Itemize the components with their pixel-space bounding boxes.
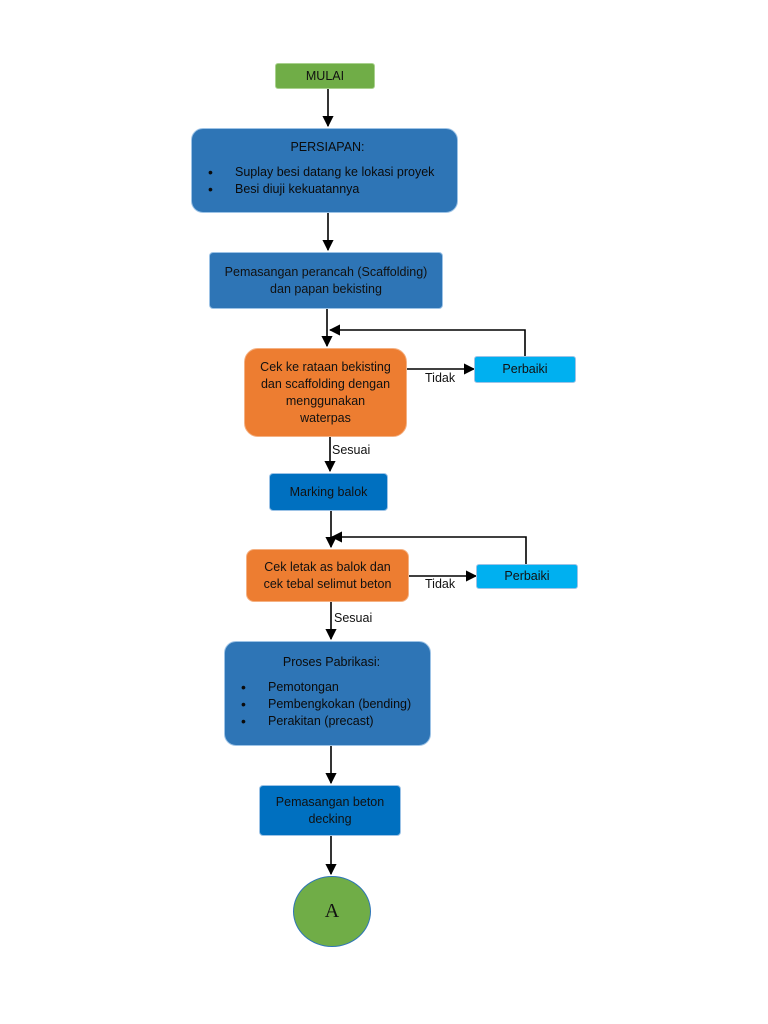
preparation-item: Besi diuji kekuatannya	[208, 181, 434, 198]
preparation-list: Suplay besi datang ke lokasi proyek Besi…	[208, 164, 434, 198]
decision2-line: Cek letak as balok dan	[264, 559, 391, 574]
edge-label-yes-2: Sesuai	[334, 611, 373, 625]
offpage-connector: A	[293, 876, 371, 947]
fabrication-title: Proses Pabrikasi:	[282, 654, 381, 669]
scaffolding-label-line1: Pemasangan perancah (Scaffolding)	[224, 264, 428, 279]
fabrication-item: Perakitan (precast)	[241, 713, 411, 730]
decision-check-formwork: Cek ke rataan bekisting dan scaffolding …	[244, 348, 407, 437]
marking-node: Marking balok	[269, 473, 388, 511]
edge-label-yes-1: Sesuai	[332, 443, 371, 457]
fix-node-1: Perbaiki	[474, 356, 576, 383]
decision-check-beam: Cek letak as balok dan cek tebal selimut…	[246, 549, 409, 602]
decking-label-line1: Pemasangan beton	[275, 794, 385, 809]
decision1-line: dan scaffolding dengan	[260, 376, 391, 391]
decking-node: Pemasangan beton decking	[259, 785, 401, 836]
decision1-line: menggunakan	[285, 393, 366, 408]
preparation-item: Suplay besi datang ke lokasi proyek	[208, 164, 434, 181]
arrow-fix1-loop-back	[328, 324, 526, 356]
connector-label: A	[324, 900, 340, 922]
fix-node-2: Perbaiki	[476, 564, 578, 589]
fabrication-item: Pemotongan	[241, 679, 411, 696]
fix2-label: Perbaiki	[504, 569, 550, 583]
decision1-line: waterpas	[300, 410, 351, 425]
arrow-fix2-loop-back	[330, 531, 527, 564]
decision1-line: Cek ke rataan bekisting	[260, 359, 391, 374]
start-label: MULAI	[305, 68, 345, 83]
scaffolding-node: Pemasangan perancah (Scaffolding) dan pa…	[209, 252, 443, 309]
decking-label-line2: decking	[308, 811, 352, 826]
fabrication-list: Pemotongan Pembengkokan (bending) Peraki…	[241, 679, 411, 730]
fabrication-node: Proses Pabrikasi: Pemotongan Pembengkoka…	[224, 641, 431, 746]
decision2-line: cek tebal selimut beton	[263, 576, 392, 591]
fabrication-item: Pembengkokan (bending)	[241, 696, 411, 713]
edge-label-no-1: Tidak	[425, 371, 456, 385]
scaffolding-label-line2: dan papan bekisting	[270, 281, 382, 296]
fix1-label: Perbaiki	[502, 362, 548, 376]
preparation-title: PERSIAPAN:	[290, 140, 365, 154]
marking-label: Marking balok	[289, 484, 368, 499]
start-node: MULAI	[275, 63, 375, 89]
edge-label-no-2: Tidak	[425, 577, 456, 591]
preparation-node: PERSIAPAN: Suplay besi datang ke lokasi …	[191, 128, 458, 213]
